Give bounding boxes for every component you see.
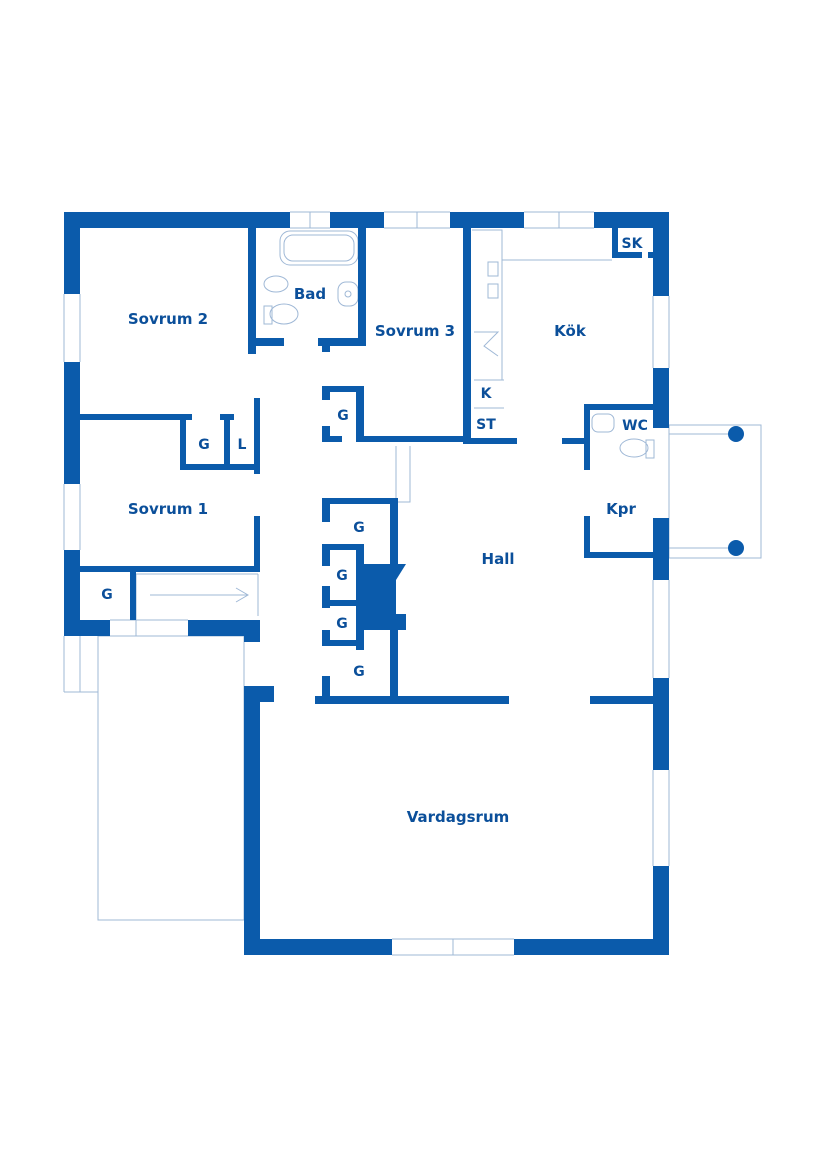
label-sovrum-2: Sovrum 2	[128, 310, 208, 328]
veranda-outline	[668, 424, 762, 559]
label-hall: Hall	[482, 550, 515, 568]
fine-lines	[63, 211, 762, 956]
fireplace	[362, 564, 406, 630]
label-sovrum-3: Sovrum 3	[375, 322, 455, 340]
bathtub	[279, 230, 359, 266]
label-kok: Kök	[554, 322, 587, 340]
label-k: K	[481, 386, 493, 402]
carport-outline	[97, 635, 245, 921]
label-vardagsrum: Vardagsrum	[407, 808, 510, 826]
label-g-closet: G	[101, 587, 113, 603]
veranda-post-top	[728, 426, 744, 442]
label-sovrum-1: Sovrum 1	[128, 500, 208, 518]
label-l-closet: L	[238, 437, 247, 453]
label-g-closet: G	[353, 520, 365, 536]
label-g-closet: G	[198, 437, 210, 453]
walls	[64, 212, 669, 955]
label-g-closet: G	[336, 568, 348, 584]
label-wc: WC	[622, 418, 648, 434]
room-labels: Sovrum 2 Bad Sovrum 3 Kök SK K ST WC Sov…	[101, 236, 648, 826]
veranda-post-bottom	[728, 540, 744, 556]
kitchen-counter	[472, 229, 612, 261]
wc-toilet	[619, 438, 649, 458]
label-g-closet: G	[353, 664, 365, 680]
sink	[337, 281, 359, 307]
wc-sink	[591, 413, 615, 433]
label-g-closet: G	[337, 408, 349, 424]
label-sk: SK	[622, 236, 644, 252]
toilet	[263, 275, 289, 293]
label-bad: Bad	[294, 285, 326, 303]
label-st: ST	[476, 417, 496, 433]
label-g-closet: G	[336, 616, 348, 632]
label-kpr: Kpr	[606, 500, 636, 518]
